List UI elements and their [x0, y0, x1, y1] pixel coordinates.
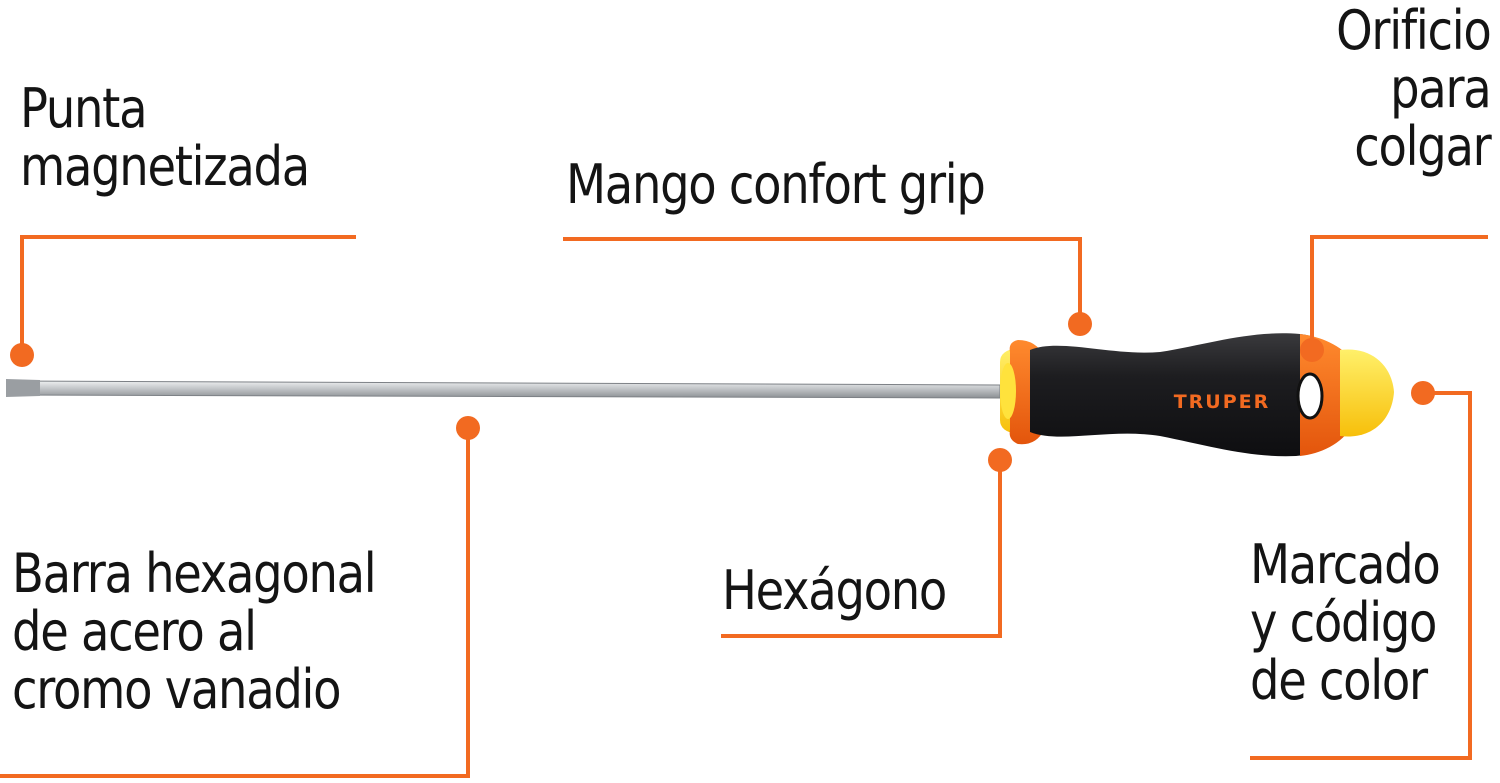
callout-punta-magnetizada: Punta magnetizada: [20, 77, 310, 198]
handle-grip: [1030, 333, 1344, 457]
leader-hexagono: [721, 462, 1002, 638]
brand-logo-text: TRUPER: [1174, 391, 1271, 413]
dot-orificio: [1300, 338, 1324, 362]
screwdriver-tip: [6, 379, 40, 397]
dot-mango: [1068, 312, 1092, 336]
screwdriver-shaft: [11, 380, 1001, 399]
leader-punta: [20, 235, 356, 352]
dot-hexagono: [988, 448, 1012, 472]
callout-hexagono: Hexágono: [722, 559, 947, 622]
leader-marcado: [1250, 391, 1472, 760]
dot-punta: [10, 343, 34, 367]
handle-end-cap: [1340, 349, 1394, 437]
callout-marcado-codigo-color: Marcado y código de color: [1250, 533, 1441, 712]
dot-barra: [456, 416, 480, 440]
leader-mango: [563, 237, 1082, 322]
handle-orange-band: [1300, 334, 1352, 456]
callout-orificio-para-colgar: Orificio para colgar: [1335, 0, 1492, 178]
dot-marcado: [1411, 381, 1435, 405]
leader-barra: [0, 430, 470, 778]
hanging-hole: [1296, 372, 1324, 420]
leader-orificio: [1310, 235, 1488, 348]
callout-barra-hexagonal: Barra hexagonal de acero al cromo vanadi…: [12, 542, 377, 721]
callout-mango-confort-grip: Mango confort grip: [566, 153, 986, 216]
screwdriver: [6, 333, 1394, 457]
